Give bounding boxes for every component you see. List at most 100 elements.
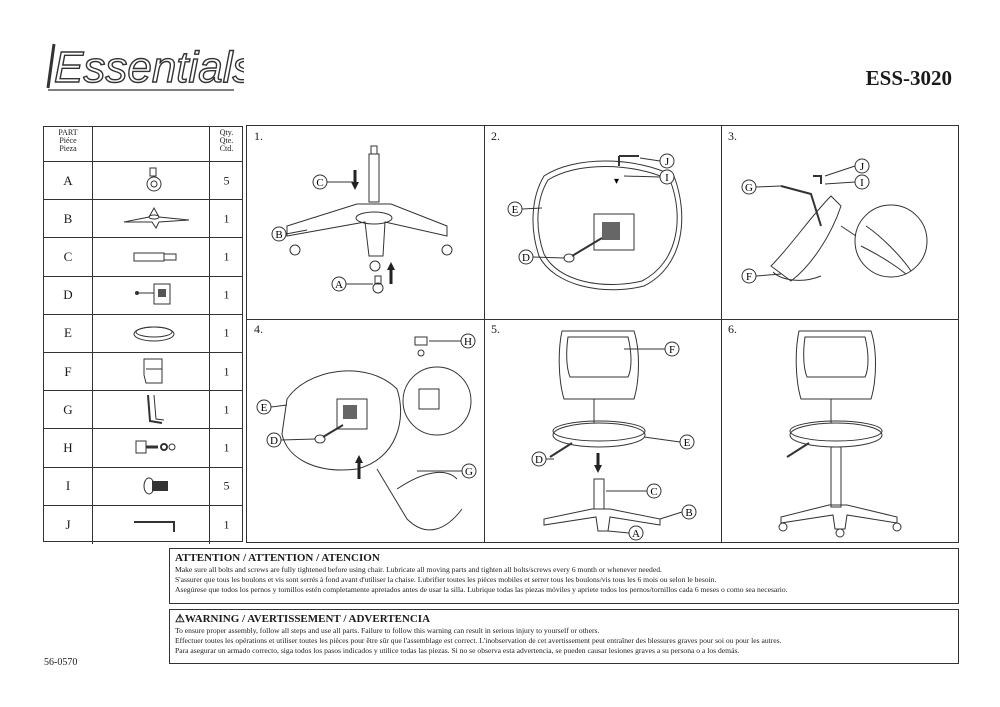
part-letter: C: [63, 248, 73, 264]
label-d: D: [535, 454, 543, 466]
parts-row-h: H 1: [44, 429, 242, 468]
step-number: 5.: [491, 322, 500, 336]
attention-notice: ATTENTION / ATTENTION / ATENCION Make su…: [169, 548, 959, 604]
step-number: 2.: [491, 129, 500, 143]
header-part-fr: Piéce: [59, 136, 77, 145]
warning-notice: ⚠WARNING / AVERTISSEMENT / ADVERTENCIA T…: [169, 609, 959, 664]
attention-line-es: Asegúrese que todos los pernos y tornill…: [175, 585, 788, 594]
warning-title: WARNING / AVERTISSEMENT / ADVERTENCIA: [184, 613, 431, 625]
label-c: C: [316, 177, 323, 189]
parts-row-j: J 1: [44, 505, 242, 544]
label-d: D: [522, 252, 530, 264]
attention-title: ATTENTION / ATTENTION / ATENCION: [175, 552, 380, 564]
part-letter: F: [64, 363, 72, 379]
label-e: E: [684, 437, 691, 449]
part-letter: E: [64, 325, 72, 341]
step-2: 2. ▾ J I E D: [484, 126, 721, 319]
model-number: ESS-3020: [865, 66, 952, 90]
label-f: F: [746, 271, 752, 283]
assembly-steps-grid: 1. C B A 2. ▾ J: [246, 125, 959, 543]
label-f: F: [669, 344, 675, 356]
part-qty: 1: [223, 364, 230, 379]
part-letter: A: [63, 172, 73, 188]
parts-table: PART Piéce Pieza Qty. Qte. Ctd. A 5 B 1 …: [43, 126, 243, 544]
label-j: J: [860, 161, 865, 173]
label-a: A: [632, 528, 640, 540]
header-qty-en: Qty.: [219, 128, 234, 137]
label-e: E: [261, 402, 268, 414]
attention-line-en: Make sure all bolts and screws are fully…: [175, 565, 662, 574]
part-qty: 1: [223, 517, 230, 532]
backrest-icon: [143, 358, 163, 384]
part-letter: B: [63, 210, 73, 226]
part-qty: 5: [223, 173, 230, 188]
parts-row-f: F 1: [44, 352, 242, 392]
gas-cylinder-icon: [133, 252, 177, 262]
step-6: 6.: [721, 319, 958, 538]
label-j: J: [665, 156, 670, 168]
step-4: 4. H E D G: [247, 319, 484, 531]
logo-text: Essentials: [54, 43, 244, 92]
warning-line-fr: Effectuer toutes les opérations et utili…: [175, 636, 782, 645]
part-letter: J: [65, 516, 71, 532]
seat-cushion-icon: [133, 326, 175, 342]
label-e: E: [512, 204, 519, 216]
parts-row-a: A 5: [44, 162, 242, 201]
header-qty-es: Ctd.: [219, 144, 234, 153]
label-b: B: [275, 229, 282, 241]
parts-row-i: I 5: [44, 467, 242, 506]
header-qty-fr: Qte.: [219, 136, 234, 145]
label-c: C: [650, 486, 657, 498]
step-1: 1. C B A: [247, 126, 484, 319]
screw-glyph: ▾: [614, 176, 619, 187]
header-part-en: PART: [58, 128, 78, 137]
part-letter: H: [63, 439, 73, 455]
step-3: 3. J G I F: [721, 126, 958, 319]
warning-line-en: To ensure proper assembly, follow all st…: [175, 626, 600, 635]
label-b: B: [685, 507, 692, 519]
document-code: 56-0570: [44, 657, 78, 668]
step-number: 3.: [728, 129, 737, 143]
step-2-illustration: ▾ J I E D: [507, 153, 683, 291]
back-bracket-icon: [147, 395, 165, 425]
parts-table-header: PART Piéce Pieza Qty. Qte. Ctd.: [44, 127, 242, 162]
allen-key-icon: [134, 520, 175, 532]
step-number: 4.: [254, 322, 263, 336]
bolt-washer-icon: [135, 440, 176, 454]
part-qty: 5: [223, 478, 230, 493]
brand-logo: Essentials: [44, 36, 255, 96]
header-part-es: Pieza: [59, 144, 77, 153]
part-qty: 1: [223, 440, 230, 455]
parts-row-d: D 1: [44, 276, 242, 315]
screw-icon: [143, 477, 168, 494]
parts-row-b: B 1: [44, 200, 242, 239]
warning-line-es: Para asegurar un armado correcto, siga t…: [175, 646, 740, 655]
attention-line-fr: S'assurer que tous les boulons et vis so…: [175, 575, 717, 584]
label-d: D: [270, 435, 278, 447]
label-h: H: [464, 336, 472, 348]
step-6-illustration: [778, 330, 902, 538]
part-qty: 1: [223, 211, 230, 226]
part-letter: I: [65, 478, 71, 494]
label-i: I: [860, 177, 864, 189]
label-a: A: [335, 279, 343, 291]
part-letter: D: [63, 287, 73, 303]
step-4-illustration: H E D G: [256, 333, 477, 531]
parts-row-c: C 1: [44, 238, 242, 277]
step-5-illustration: F E D C B A: [531, 330, 697, 541]
label-i: I: [665, 172, 669, 184]
step-5: 5. F E D C B A: [484, 319, 721, 541]
step-3-illustration: J G I F: [741, 158, 928, 284]
label-g: G: [745, 182, 753, 194]
parts-row-e: E 1: [44, 314, 242, 353]
part-qty: 1: [223, 249, 230, 264]
mechanism-plate-icon: [135, 283, 171, 305]
part-letter: G: [63, 401, 73, 417]
part-qty: 1: [223, 402, 230, 417]
step-number: 6.: [728, 322, 737, 336]
chair-base-icon: [123, 207, 190, 230]
warning-triangle-icon: ⚠: [175, 613, 185, 625]
label-g: G: [465, 466, 473, 478]
part-qty: 1: [223, 287, 230, 302]
part-qty: 1: [223, 325, 230, 340]
